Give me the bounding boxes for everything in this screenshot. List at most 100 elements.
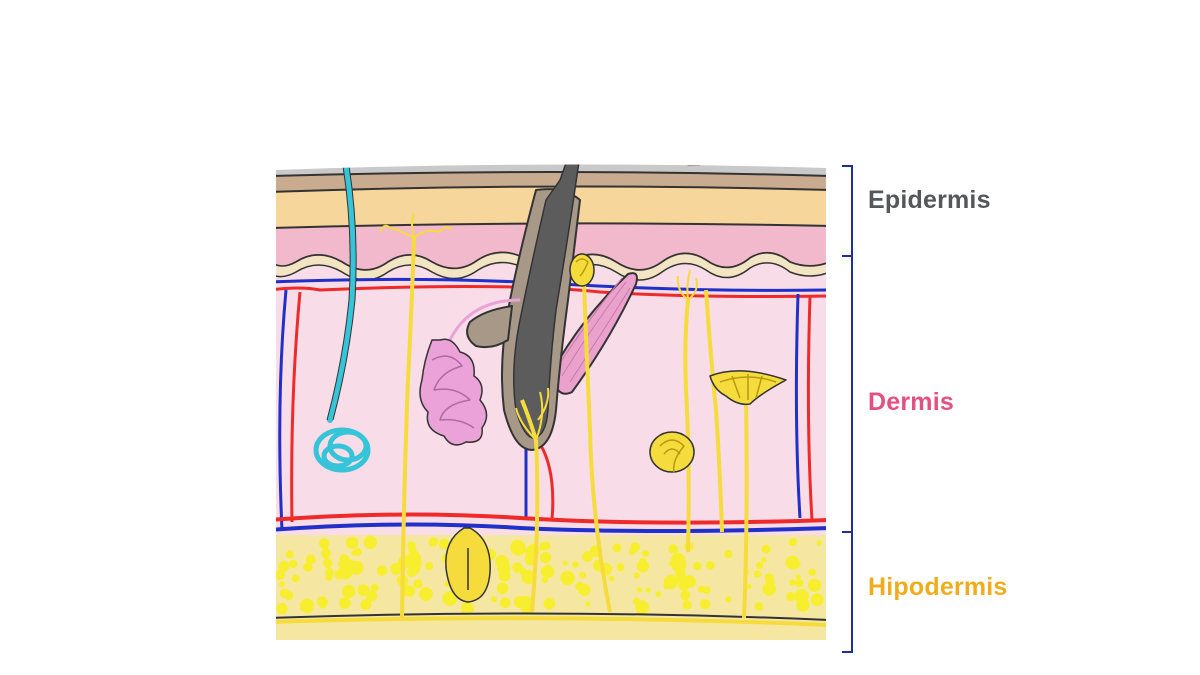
fat-cell	[357, 584, 370, 597]
fat-cell	[285, 550, 294, 559]
fat-cell	[442, 591, 458, 606]
fat-cell	[327, 573, 333, 579]
hipodermis-bracket	[842, 531, 853, 653]
fat-cell	[794, 589, 809, 604]
fat-cell	[341, 584, 356, 599]
fat-cell	[513, 595, 526, 609]
fat-cell	[540, 552, 552, 564]
fat-cell	[496, 582, 509, 594]
fat-cell	[438, 538, 450, 550]
fat-cell	[680, 590, 691, 601]
fat-cell	[319, 601, 327, 609]
dermal-papillae	[276, 251, 826, 281]
dermis-label: Dermis	[868, 388, 954, 416]
fat-cell	[762, 582, 776, 596]
hipodermis-label: Hipodermis	[868, 573, 1008, 601]
fat-cell	[376, 565, 388, 576]
fat-cell	[746, 584, 752, 589]
fat-cell	[786, 592, 796, 602]
fat-cell	[360, 599, 372, 611]
fat-cell	[636, 587, 643, 593]
nerves	[379, 213, 749, 619]
fat-cell	[616, 563, 625, 572]
fat-cell	[276, 602, 288, 615]
fat-cell	[510, 539, 526, 555]
fat-cell	[562, 560, 568, 567]
fat-cell	[353, 547, 362, 557]
fat-cell	[655, 591, 662, 597]
fat-cell	[366, 590, 378, 602]
fat-cell	[303, 562, 313, 572]
fat-cell	[413, 579, 423, 589]
fat-cell	[756, 561, 764, 570]
hair-right	[687, 164, 711, 166]
fat-cell	[325, 563, 332, 569]
fat-cell	[512, 562, 523, 573]
fat-cell	[419, 587, 433, 601]
fat-cell	[693, 561, 702, 571]
fat-cell	[663, 574, 679, 590]
fat-cell	[788, 538, 798, 547]
fat-cell	[683, 575, 696, 588]
fat-cell	[725, 596, 732, 603]
fat-cell	[525, 597, 532, 604]
fat-cell	[579, 571, 586, 579]
fat-cell	[699, 599, 711, 610]
fat-cell	[754, 602, 764, 611]
fat-cell	[284, 590, 294, 601]
fat-cell	[499, 597, 511, 609]
pink-gland	[419, 298, 521, 446]
fat-cell	[543, 566, 554, 578]
fat-cell	[521, 570, 536, 585]
fat-cell	[345, 559, 356, 570]
fat-cell	[278, 561, 290, 572]
fat-cell	[606, 565, 613, 571]
fat-cell	[276, 570, 285, 580]
fat-cell	[635, 600, 649, 615]
fat-cell	[761, 557, 767, 563]
hair-shaft	[513, 164, 597, 439]
fat-cell	[323, 553, 330, 560]
arrector-pili-muscle	[551, 272, 638, 395]
fat-cell	[291, 574, 300, 583]
fat-cell	[636, 560, 650, 573]
fat-cell	[305, 554, 316, 565]
epidermis-label: Epidermis	[868, 186, 991, 214]
fat-cell	[789, 579, 796, 586]
fat-cell	[460, 601, 474, 616]
fat-cell	[339, 597, 351, 609]
fat-cell	[279, 581, 285, 588]
fat-cell	[346, 536, 359, 550]
fat-cell	[633, 572, 640, 579]
fat-cell	[697, 585, 705, 593]
fat-cell	[668, 561, 675, 567]
hair-left	[409, 164, 432, 166]
fat-cell	[334, 569, 344, 580]
fat-cell	[724, 549, 733, 559]
epidermis-bracket	[842, 165, 853, 257]
fat-cell	[668, 544, 678, 554]
fat-cell	[582, 551, 593, 562]
fat-cell	[497, 561, 511, 575]
fat-cell	[572, 561, 579, 568]
fat-cell	[785, 555, 800, 570]
fat-cell	[753, 570, 762, 578]
sebaceous-duct	[466, 305, 513, 349]
fat-cell	[288, 559, 298, 569]
fat-cell	[795, 574, 801, 580]
fat-cell	[706, 560, 715, 570]
stratum-corneum	[276, 164, 826, 177]
fat-cell	[370, 583, 379, 592]
fat-cell	[403, 585, 416, 597]
receptors	[445, 253, 787, 603]
fat-cell	[539, 542, 548, 551]
fat-cell	[810, 593, 824, 606]
fat-cell	[612, 543, 622, 553]
fat-cell	[578, 584, 591, 596]
fat-cell	[608, 575, 615, 582]
fat-cell	[585, 601, 591, 607]
fat-cell	[799, 599, 807, 607]
fat-cell	[645, 587, 651, 593]
fat-cell	[541, 577, 548, 584]
